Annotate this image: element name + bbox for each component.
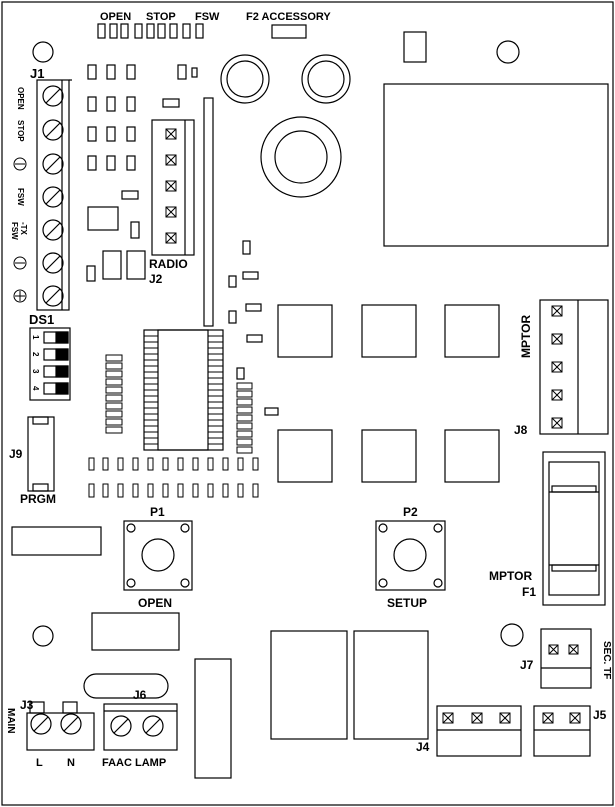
mounting-hole xyxy=(32,625,54,647)
label-mptor-f1: MPTOR xyxy=(489,569,532,583)
component-rect xyxy=(11,526,102,556)
label-p1: P1 xyxy=(150,505,165,519)
label-ds1: DS1 xyxy=(29,312,54,327)
label-j4: J4 xyxy=(416,740,430,754)
label-j1-tx-fsw: FSW xyxy=(10,222,19,240)
top-components xyxy=(97,23,307,39)
j3-main-terminal xyxy=(26,701,95,751)
j1-terminal-block xyxy=(13,79,72,311)
label-f1: F1 xyxy=(522,585,536,599)
label-j6: J6 xyxy=(133,688,147,702)
j5-connector xyxy=(533,705,591,757)
label-ds1-2: 2 xyxy=(31,352,40,357)
j9-prgm-connector xyxy=(27,416,55,492)
ds1-dip-switch xyxy=(29,327,71,401)
resistor-arrays xyxy=(105,354,253,454)
p2-setup-button xyxy=(375,520,446,591)
label-mptor-j8: MPTOR xyxy=(519,315,533,358)
relays xyxy=(277,304,500,483)
label-j2: J2 xyxy=(149,272,163,286)
label-l: L xyxy=(36,757,43,769)
label-j5: J5 xyxy=(593,708,607,722)
label-open-button: OPEN xyxy=(138,596,172,610)
label-prgm: PRGM xyxy=(20,492,56,506)
mounting-hole xyxy=(500,623,524,647)
label-j1: J1 xyxy=(30,66,44,81)
label-j8: J8 xyxy=(514,423,528,437)
label-n: N xyxy=(67,757,75,769)
label-top-stop: STOP xyxy=(146,11,176,23)
mounting-hole xyxy=(32,41,54,63)
label-j3: J3 xyxy=(20,698,34,712)
label-ds1-3: 3 xyxy=(31,369,40,374)
j8-motor-connector xyxy=(539,299,609,435)
label-j7: J7 xyxy=(520,658,534,672)
label-p2: P2 xyxy=(403,505,418,519)
j2-radio-connector xyxy=(151,119,195,256)
label-j1-stop: STOP xyxy=(16,120,25,142)
label-sec-tf: SEC. TF xyxy=(601,641,612,679)
microcontroller-ic xyxy=(143,329,224,451)
mounting-hole xyxy=(496,40,520,64)
label-j9: J9 xyxy=(9,447,23,461)
label-ds1-4: 4 xyxy=(31,386,40,391)
p1-open-button xyxy=(123,520,193,591)
f1-fuse-holder xyxy=(542,451,606,606)
label-radio: RADIO xyxy=(149,257,188,271)
label-main: MAIN xyxy=(5,708,16,734)
label-setup-button: SETUP xyxy=(387,596,427,610)
label-top-fsw: FSW xyxy=(195,11,220,23)
j4-connector xyxy=(436,705,522,757)
label-j1-open: OPEN xyxy=(16,87,25,110)
smd-parts-left xyxy=(86,64,214,327)
component-box xyxy=(403,31,427,63)
component-rows xyxy=(88,457,259,498)
label-j1-fsw: FSW xyxy=(16,188,25,206)
label-faac-lamp: FAAC LAMP xyxy=(102,757,166,769)
label-top-open: OPEN xyxy=(100,11,131,23)
smd-parts-middle xyxy=(228,240,279,416)
label-ds1-1: 1 xyxy=(31,335,40,340)
j6-lamp-terminal xyxy=(103,703,178,751)
j7-connector xyxy=(540,628,592,689)
transformer xyxy=(383,83,609,247)
label-j1-tx: -TX xyxy=(19,222,28,236)
label-f2-accessory: F2 ACCESSORY xyxy=(246,11,331,23)
bottom-components xyxy=(83,612,429,779)
capacitors xyxy=(220,54,351,198)
